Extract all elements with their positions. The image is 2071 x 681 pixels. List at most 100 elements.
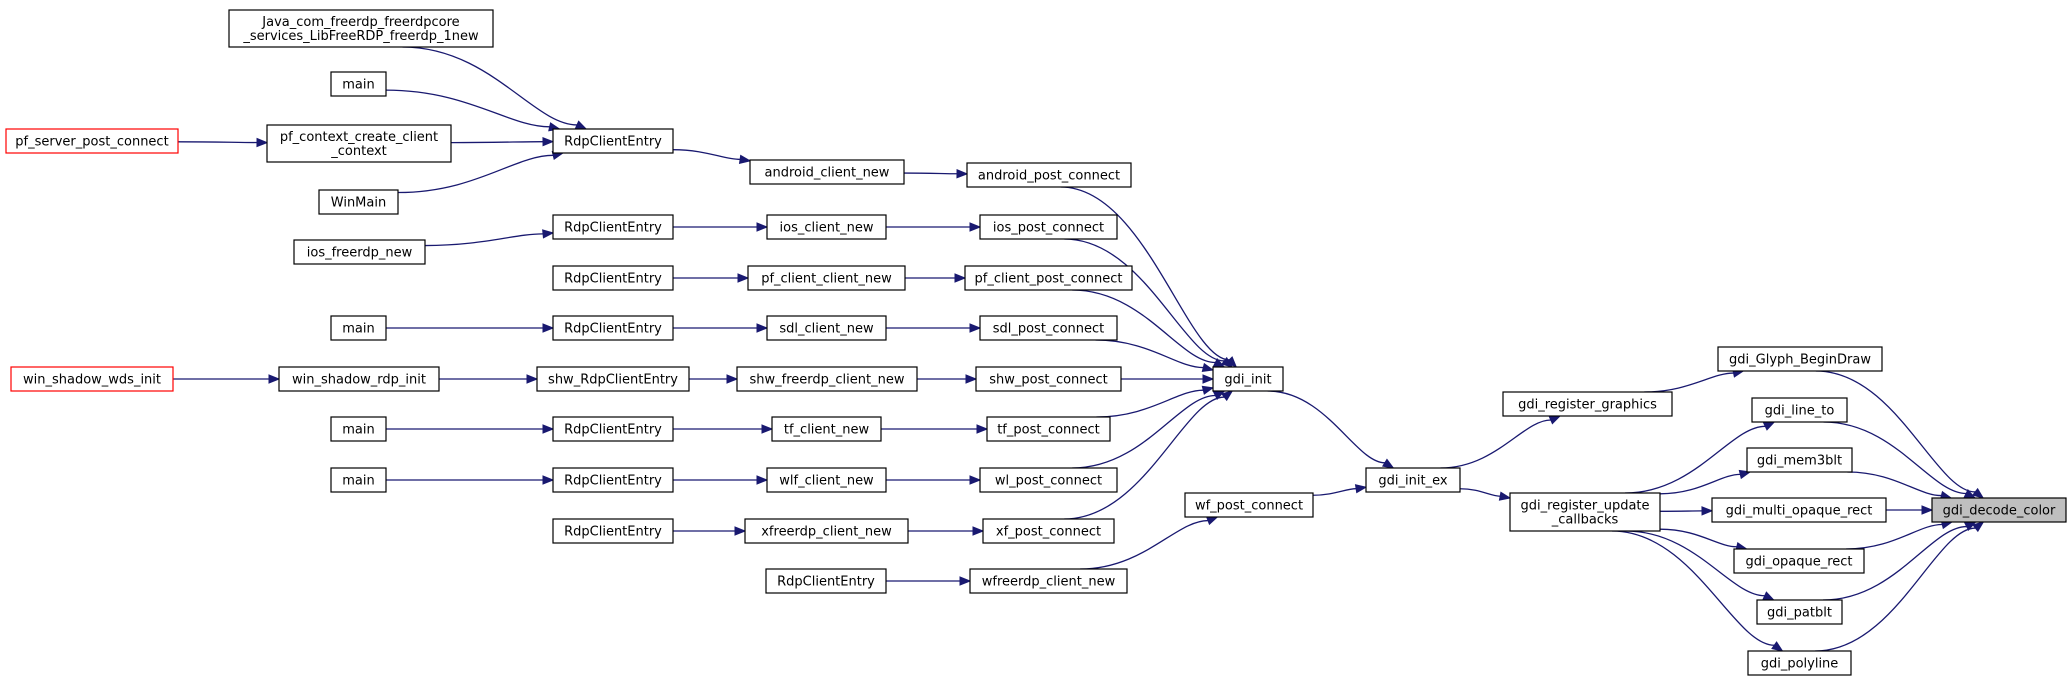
call-edge [1625, 530, 1775, 601]
function-node-label: xfreerdp_client_new [761, 525, 892, 540]
call-edge [1886, 505, 1934, 515]
function-node-decode[interactable]: gdi_decode_color [1931, 497, 2067, 523]
call-edge [1659, 528, 1748, 552]
function-node-main1[interactable]: main [330, 71, 387, 97]
call-edge-line [1095, 339, 1204, 369]
call-edge-line [1625, 530, 1765, 597]
function-node-tf-cn[interactable]: tf_client_new [771, 416, 882, 442]
call-edge [1847, 471, 1953, 501]
call-edge-line [1644, 372, 1734, 393]
function-node-label: gdi_register_update [1520, 499, 1649, 514]
function-node-java[interactable]: Java_com_freerdp_freerdpcore_services_Li… [228, 9, 494, 48]
function-node-box [1751, 397, 1848, 423]
function-node-line-to[interactable]: gdi_line_to [1751, 397, 1848, 423]
function-node-tf-pc[interactable]: tf_post_connect [986, 416, 1111, 442]
function-node-android-cn[interactable]: android_client_new [749, 159, 905, 185]
function-node-label: gdi_opaque_rect [1745, 555, 1852, 570]
function-node-rce-h[interactable]: RdpClientEntry [765, 568, 887, 594]
function-node-rce-e[interactable]: RdpClientEntry [552, 416, 674, 442]
function-node-gdi-rg[interactable]: gdi_register_graphics [1502, 391, 1673, 417]
function-node-win-rdp[interactable]: win_shadow_rdp_init [278, 366, 440, 392]
function-node-wlf-cn[interactable]: wlf_client_new [766, 467, 887, 493]
call-edge-arrowhead [574, 120, 588, 130]
function-node-main3[interactable]: main [330, 416, 387, 442]
function-node-gdi-ruc[interactable]: gdi_register_update_callbacks [1509, 492, 1661, 532]
function-node-android-pc[interactable]: android_post_connect [966, 162, 1132, 188]
call-edge-arrowhead [956, 169, 969, 179]
function-node-gdi-init-ex[interactable]: gdi_init_ex [1365, 467, 1461, 493]
call-edge-arrowhead [1201, 385, 1215, 395]
function-node-main2[interactable]: main [330, 315, 387, 341]
call-edge-line [1072, 289, 1216, 364]
function-node-rce-d[interactable]: RdpClientEntry [552, 315, 674, 341]
function-node-patblt[interactable]: gdi_patblt [1756, 599, 1843, 625]
function-node-rce-g[interactable]: RdpClientEntry [552, 518, 674, 544]
function-node-rce-a[interactable]: RdpClientEntry [552, 128, 674, 154]
function-node-box [744, 518, 909, 544]
call-edge-arrowhead [1498, 491, 1512, 501]
call-edge-line [1459, 488, 1501, 497]
function-node-label: gdi_multi_opaque_rect [1726, 504, 1873, 519]
call-edge [1064, 390, 1234, 520]
function-node-main4[interactable]: main [330, 467, 387, 493]
function-node-wf-cn[interactable]: wfreerdp_client_new [969, 568, 1128, 594]
function-node-multi[interactable]: gdi_multi_opaque_rect [1711, 497, 1887, 523]
function-node-xf-cn[interactable]: xfreerdp_client_new [744, 518, 909, 544]
call-edge [903, 169, 969, 179]
function-node-box [318, 189, 399, 215]
call-edge-arrowhead [969, 475, 982, 485]
function-node-mem3blt[interactable]: gdi_mem3blt [1746, 447, 1853, 473]
call-edge [688, 374, 739, 384]
call-edge-arrowhead [1762, 591, 1775, 601]
function-node-sdl-cn[interactable]: sdl_client_new [766, 315, 887, 341]
function-node-pf-cn[interactable]: pf_client_client_new [747, 265, 906, 291]
function-node-label: wlf_client_new [779, 474, 874, 489]
call-edge [172, 374, 281, 384]
function-node-rce-f[interactable]: RdpClientEntry [552, 467, 674, 493]
function-node-pf-pc[interactable]: pf_client_post_connect [964, 265, 1133, 291]
function-node-winmain[interactable]: WinMain [318, 189, 399, 215]
call-edge-line [1846, 523, 1943, 550]
function-node-shw-fcn[interactable]: shw_freerdp_client_new [736, 366, 918, 392]
call-edge [1312, 484, 1368, 496]
function-node-glyph[interactable]: gdi_Glyph_BeginDraw [1717, 346, 1883, 372]
function-node-xf-pc[interactable]: xf_post_connect [982, 518, 1115, 544]
function-node-win-wds[interactable]: win_shadow_wds_init [10, 366, 174, 392]
function-node-wl-pc[interactable]: wl_post_connect [979, 467, 1118, 493]
call-edge-line [1815, 527, 1976, 652]
function-node-polyline[interactable]: gdi_polyline [1747, 650, 1852, 676]
function-node-sdl-pc[interactable]: sdl_post_connect [979, 315, 1118, 341]
function-node-box [979, 214, 1118, 240]
function-node-ios-cn[interactable]: ios_client_new [766, 214, 887, 240]
function-node-gdi-init[interactable]: gdi_init [1212, 366, 1284, 392]
function-node-box [266, 124, 452, 163]
call-edge-arrowhead [756, 323, 769, 333]
function-node-pf-server[interactable]: pf_server_post_connect [5, 128, 179, 154]
function-node-wf-pc[interactable]: wf_post_connect [1184, 492, 1314, 518]
function-node-opaque[interactable]: gdi_opaque_rect [1733, 548, 1865, 574]
call-edge-arrowhead [542, 136, 555, 147]
function-node-pf-ctx[interactable]: pf_context_create_client_context [266, 124, 452, 163]
function-node-box [1747, 650, 1852, 676]
call-edge-line [424, 233, 544, 247]
call-edge-line [397, 154, 554, 194]
function-node-box [765, 568, 887, 594]
function-node-box [552, 214, 674, 240]
function-node-box [1717, 346, 1883, 372]
call-edge-line [1823, 421, 1967, 495]
call-edge [1846, 520, 1954, 550]
function-node-label: gdi_polyline [1761, 657, 1839, 672]
call-edge-line [385, 89, 550, 128]
function-node-rce-c[interactable]: RdpClientEntry [552, 265, 674, 291]
function-node-shw-rce[interactable]: shw_RdpClientEntry [536, 366, 690, 392]
function-node-label: RdpClientEntry [564, 525, 662, 540]
function-node-rce-b[interactable]: RdpClientEntry [552, 214, 674, 240]
call-edge-line [1659, 528, 1737, 548]
function-node-ios-pc[interactable]: ios_post_connect [979, 214, 1118, 240]
function-node-ios-new[interactable]: ios_freerdp_new [293, 239, 426, 265]
function-node-box [330, 71, 387, 97]
function-node-label: gdi_mem3blt [1757, 454, 1842, 469]
call-edge [673, 323, 769, 333]
function-node-shw-pc[interactable]: shw_post_connect [975, 366, 1122, 392]
function-node-label: tf_post_connect [997, 423, 1100, 438]
